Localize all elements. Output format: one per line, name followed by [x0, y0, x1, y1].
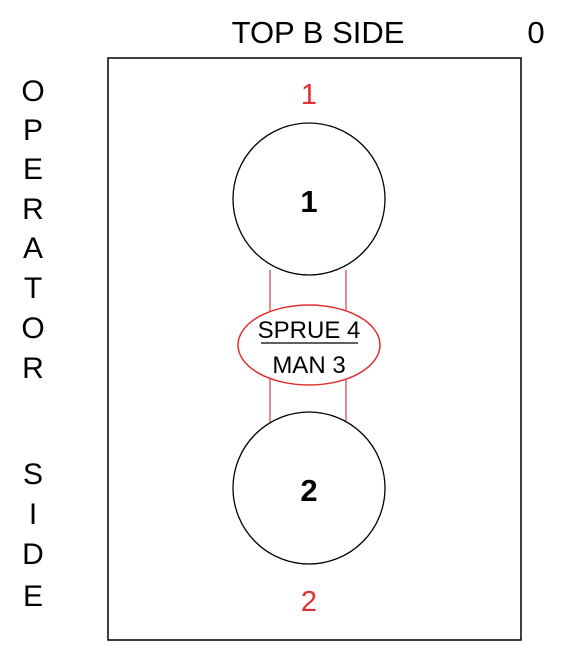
sprue-label: SPRUE 4: [258, 317, 361, 344]
side-letter: P: [23, 114, 43, 147]
operator-side-label: O P E R A T O R S I D E: [21, 75, 44, 613]
cavity-circle-bottom: [232, 411, 386, 565]
position-label-top: 1: [301, 79, 317, 111]
sprue-callout-oval: [237, 304, 381, 386]
header-title: TOP B SIDE: [232, 15, 405, 50]
side-letter: R: [22, 352, 44, 385]
side-letter: E: [23, 153, 43, 186]
corner-value: 0: [527, 15, 544, 50]
side-letter: R: [22, 193, 44, 226]
side-letter: E: [23, 580, 43, 613]
cavity-label-top: 1: [300, 184, 317, 219]
side-letter: A: [23, 232, 43, 265]
side-letter: I: [29, 498, 37, 531]
side-letter: S: [23, 458, 43, 491]
position-label-bottom: 2: [301, 586, 317, 618]
side-letter: O: [21, 75, 44, 108]
side-letter: O: [21, 312, 44, 345]
cavity-circle-top: [232, 122, 386, 276]
man-label: MAN 3: [272, 352, 345, 379]
side-letter: D: [22, 538, 44, 571]
side-letter: T: [24, 272, 42, 305]
cavity-label-bottom: 2: [300, 473, 317, 508]
